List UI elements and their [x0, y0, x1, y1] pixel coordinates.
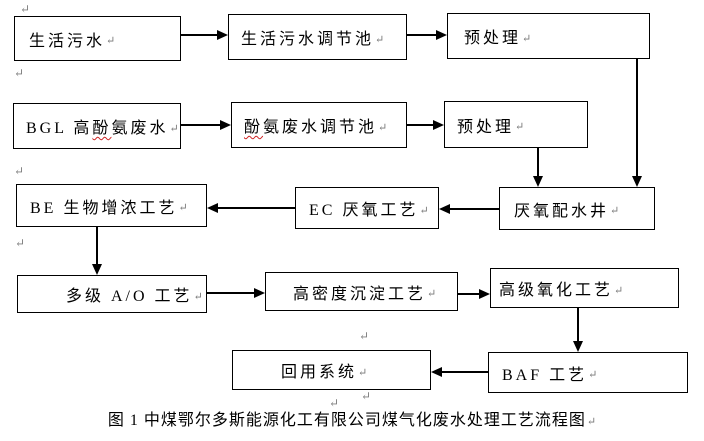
node-label: 预处理 — [457, 118, 515, 136]
node-domestic-sewage-tank: 生活污水调节池↵ — [228, 14, 407, 60]
paragraph-mark-icon: ↵ — [14, 164, 25, 178]
node-pretreatment-2: 预处理↵ — [444, 101, 588, 148]
node-baf-process: BAF 工艺↵ — [488, 352, 688, 393]
node-pretreatment-1: 预处理↵ — [447, 13, 650, 59]
misspelled-text: 酚 — [92, 120, 112, 137]
node-domestic-sewage: 生活污水↵ — [14, 16, 181, 61]
node-label: 氨废水调节池 — [263, 119, 378, 136]
paragraph-mark-icon: ↵ — [359, 329, 370, 343]
paragraph-mark-icon: ↵ — [361, 389, 372, 403]
node-label: 回用系统 — [281, 364, 358, 381]
return-mark-icon: ↵ — [169, 122, 179, 135]
misspelled-text: 酚 — [244, 119, 264, 136]
node-label: 氨废水 — [111, 120, 169, 137]
node-multistage-ao: 多级 A/O 工艺↵ — [17, 275, 207, 313]
return-mark-icon: ↵ — [588, 369, 598, 381]
paragraph-mark-icon: ↵ — [329, 396, 340, 410]
node-label: 高级氧化工艺 — [499, 282, 614, 299]
node-label: 生活污水 — [29, 32, 106, 50]
return-mark-icon: ↵ — [106, 35, 116, 47]
node-label: BAF 工艺 — [502, 366, 588, 384]
return-mark-icon: ↵ — [193, 290, 203, 303]
node-phenol-ammonia-tank: 酚氨废水调节池↵ — [231, 102, 407, 148]
return-mark-icon: ↵ — [358, 366, 368, 379]
node-label: 高密度沉淀工艺 — [293, 285, 427, 303]
node-label: BGL 高 — [26, 120, 93, 137]
node-be-bio-concentration: BE 生物增浓工艺↵ — [16, 184, 207, 227]
return-mark-icon: ↵ — [419, 204, 429, 217]
return-mark-icon: ↵ — [515, 121, 525, 133]
node-ec-anaerobic: EC 厌氧工艺↵ — [295, 187, 439, 229]
node-reuse-system: 回用系统↵ — [232, 350, 431, 390]
figure-caption: 图 1 中煤鄂尔多斯能源化工有限公司煤气化废水处理工艺流程图↵ — [0, 406, 704, 430]
return-mark-icon: ↵ — [522, 32, 532, 45]
return-mark-icon: ↵ — [178, 202, 188, 214]
paragraph-mark-icon: ↵ — [14, 66, 25, 80]
paragraph-mark-icon: ↵ — [20, 2, 31, 16]
return-mark-icon: ↵ — [427, 288, 437, 300]
node-label: BE 生物增浓工艺 — [30, 199, 178, 217]
return-mark-icon: ↵ — [610, 205, 620, 217]
node-advanced-oxidation: 高级氧化工艺↵ — [490, 268, 679, 308]
node-label: 预处理 — [464, 30, 522, 47]
node-label: 生活污水调节池 — [241, 31, 375, 48]
return-mark-icon: ↵ — [586, 416, 597, 428]
paragraph-mark-icon: ↵ — [15, 236, 26, 250]
figure-caption-text: 图 1 中煤鄂尔多斯能源化工有限公司煤气化废水处理工艺流程图 — [107, 412, 586, 429]
return-mark-icon: ↵ — [614, 284, 624, 297]
node-label: EC 厌氧工艺 — [309, 202, 419, 219]
node-anaerobic-distribution-well: 厌氧配水井↵ — [499, 187, 655, 230]
node-label: 多级 A/O 工艺 — [66, 288, 193, 305]
node-bgl-phenol-ammonia-wastewater: BGL 高酚氨废水↵ — [13, 103, 181, 149]
return-mark-icon: ↵ — [378, 121, 388, 134]
return-mark-icon: ↵ — [375, 33, 385, 46]
node-high-density-sedimentation: 高密度沉淀工艺↵ — [265, 272, 458, 311]
node-label: 厌氧配水井 — [514, 202, 610, 220]
